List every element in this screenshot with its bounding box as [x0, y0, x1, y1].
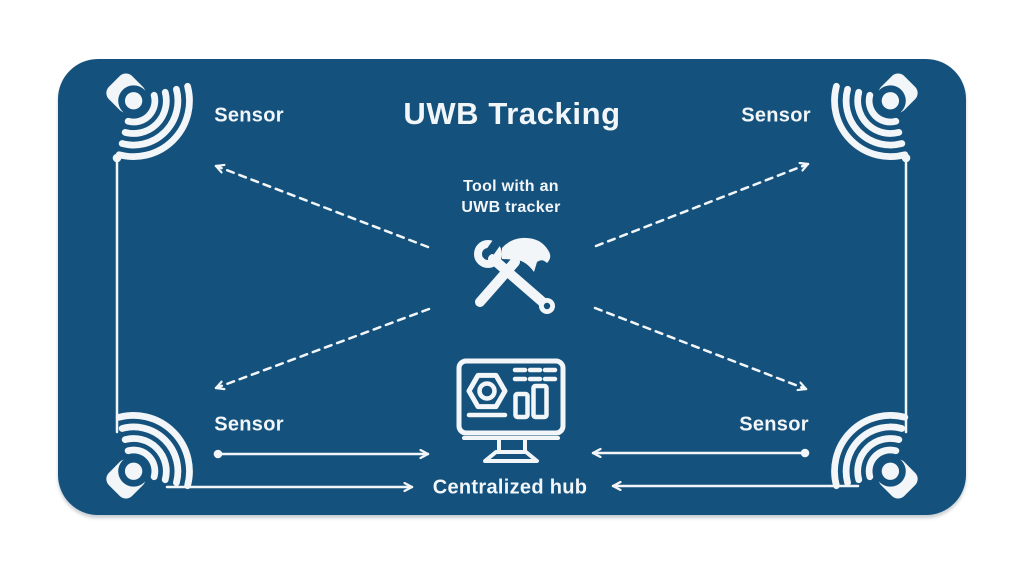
page-title: UWB Tracking [403, 96, 621, 131]
uwb-sensor-icon-bottom-left [97, 398, 203, 504]
uwb-sensor-icon-top-right [821, 68, 927, 174]
tool-caption: Tool with an UWB tracker [461, 176, 560, 218]
hub-label: Centralized hub [432, 476, 588, 499]
tool-caption-line2: UWB tracker [461, 199, 561, 216]
sensor-label-top-right: Sensor [741, 104, 811, 127]
uwb-sensor-icon-bottom-right [821, 398, 927, 504]
sensor-label-bottom-right: Sensor [739, 413, 809, 436]
hammer-wrench-icon [455, 228, 565, 323]
tool-caption-line1: Tool with an [463, 178, 559, 195]
sensor-label-top-left: Sensor [214, 104, 284, 127]
monitor-dashboard-icon [456, 358, 566, 464]
sensor-label-bottom-left: Sensor [214, 413, 284, 436]
uwb-sensor-icon-top-left [97, 68, 203, 174]
